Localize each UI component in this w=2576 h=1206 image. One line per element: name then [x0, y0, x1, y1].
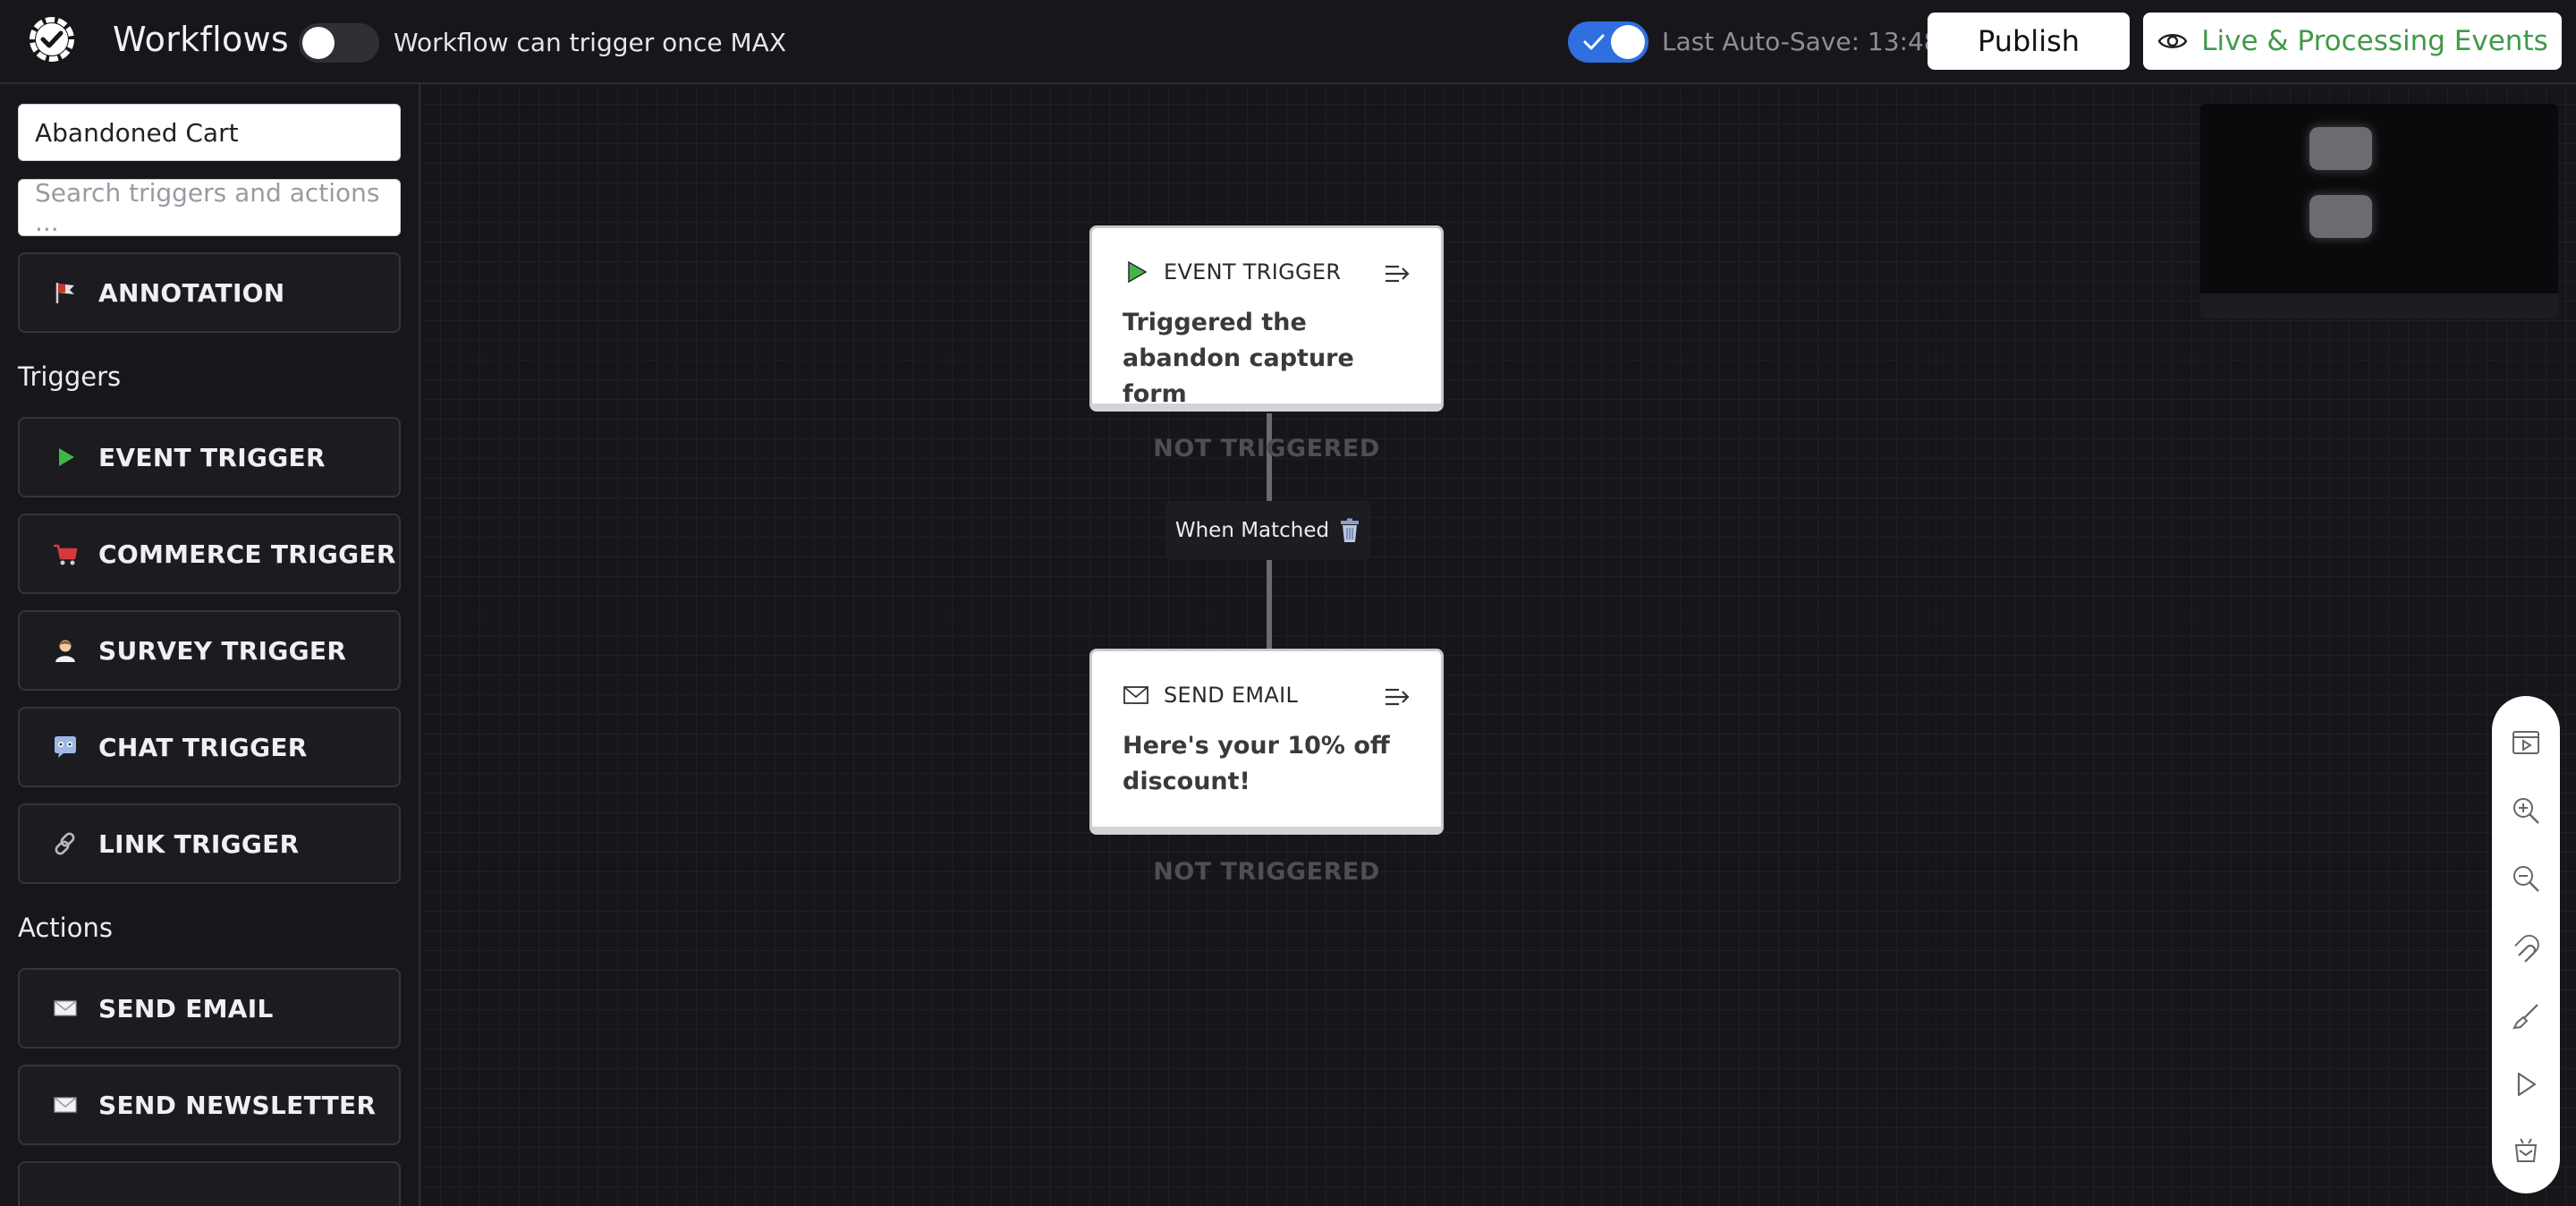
triggers-heading: Triggers	[18, 361, 122, 392]
sidebar-item-partial[interactable]	[18, 1161, 401, 1206]
actions-heading: Actions	[18, 913, 113, 943]
zoom-in-icon[interactable]	[2510, 794, 2542, 827]
node-title: Triggered the abandon capture form	[1123, 309, 1354, 408]
person-icon	[52, 637, 79, 664]
toggle-knob	[1611, 25, 1645, 59]
link-icon	[52, 830, 79, 857]
envelope-icon	[52, 1091, 79, 1118]
top-bar: Workflows Workflow can trigger once MAX …	[0, 0, 2576, 84]
clear-icon[interactable]	[2510, 1134, 2542, 1167]
workflow-node-send-email[interactable]: SEND EMAIL Here's your 10% off discount!	[1089, 649, 1444, 835]
trash-icon[interactable]	[1338, 518, 1361, 543]
brush-icon[interactable]	[2510, 1000, 2542, 1032]
sidebar-item-send-email[interactable]: SEND EMAIL	[18, 968, 401, 1049]
minimap-footer	[2200, 293, 2558, 318]
sidebar-item-event-trigger[interactable]: EVENT TRIGGER	[18, 417, 401, 497]
envelope-icon	[52, 995, 79, 1022]
cart-icon	[52, 540, 79, 567]
zoom-out-icon[interactable]	[2510, 862, 2542, 895]
live-events-button[interactable]: Live & Processing Events	[2143, 13, 2562, 70]
sidebar-item-annotation[interactable]: ANNOTATION	[18, 252, 401, 333]
sidebar-item-label: COMMERCE TRIGGER	[98, 539, 396, 569]
sidebar-item-link-trigger[interactable]: LINK TRIGGER	[18, 803, 401, 884]
sidebar-item-label: SEND EMAIL	[98, 993, 274, 1023]
sidebar-item-label: SEND NEWSLETTER	[98, 1090, 377, 1120]
publish-button[interactable]: Publish	[1928, 13, 2130, 70]
search-input[interactable]: Search triggers and actions ...	[18, 178, 401, 237]
edge-condition-label[interactable]: When Matched	[1165, 501, 1371, 560]
sidebar-item-label: EVENT TRIGGER	[98, 442, 326, 472]
node-menu-icon[interactable]	[1384, 262, 1411, 285]
sidebar-item-survey-trigger[interactable]: SURVEY TRIGGER	[18, 610, 401, 691]
workflow-node-event-trigger[interactable]: EVENT TRIGGER Triggered the abandon capt…	[1089, 225, 1444, 412]
workflow-name-input[interactable]: Abandoned Cart	[18, 104, 401, 161]
node-type-label: EVENT TRIGGER	[1164, 259, 1342, 285]
live-events-label: Live & Processing Events	[2201, 25, 2548, 57]
node-header: SEND EMAIL	[1123, 682, 1298, 709]
minimap-node	[2309, 195, 2372, 238]
node-status: NOT TRIGGERED	[1153, 435, 1380, 463]
toggle-knob	[302, 27, 335, 59]
sidebar-item-label: ANNOTATION	[98, 277, 285, 308]
trigger-once-label: Workflow can trigger once MAX	[394, 28, 787, 57]
envelope-icon	[1123, 686, 1148, 704]
node-menu-icon[interactable]	[1384, 685, 1411, 709]
minimap-node	[2309, 127, 2372, 170]
flag-icon	[52, 279, 79, 306]
eye-icon	[2157, 34, 2188, 48]
edge-label-text: When Matched	[1174, 519, 1330, 542]
trigger-once-toggle[interactable]	[299, 23, 379, 63]
sidebar-item-label: CHAT TRIGGER	[98, 732, 308, 762]
sidebar-item-chat-trigger[interactable]: CHAT TRIGGER	[18, 707, 401, 787]
play-icon	[1128, 260, 1148, 284]
canvas-toolbar	[2492, 696, 2560, 1193]
node-header: EVENT TRIGGER	[1123, 259, 1341, 285]
app-title: Workflows	[113, 20, 289, 59]
sidebar-item-commerce-trigger[interactable]: COMMERCE TRIGGER	[18, 514, 401, 594]
autosave-status: Last Auto-Save: 13:48	[1662, 27, 1940, 56]
sidebar: Abandoned Cart Search triggers and actio…	[0, 84, 420, 1206]
autosave-toggle[interactable]	[1568, 21, 1648, 63]
sidebar-item-send-newsletter[interactable]: SEND NEWSLETTER	[18, 1065, 401, 1145]
play-icon	[52, 444, 79, 471]
node-title: Here's your 10% off discount!	[1123, 732, 1390, 795]
preview-icon[interactable]	[2510, 726, 2542, 759]
sidebar-item-label: SURVEY TRIGGER	[98, 635, 347, 666]
chat-icon	[52, 734, 79, 760]
node-status: NOT TRIGGERED	[1153, 858, 1380, 886]
app-logo-icon[interactable]	[25, 13, 79, 66]
node-type-label: SEND EMAIL	[1164, 683, 1299, 708]
check-icon	[1583, 34, 1605, 50]
sidebar-item-label: LINK TRIGGER	[98, 828, 300, 859]
run-icon[interactable]	[2510, 1068, 2542, 1100]
magnet-icon[interactable]	[2510, 932, 2542, 964]
minimap[interactable]	[2200, 104, 2558, 318]
